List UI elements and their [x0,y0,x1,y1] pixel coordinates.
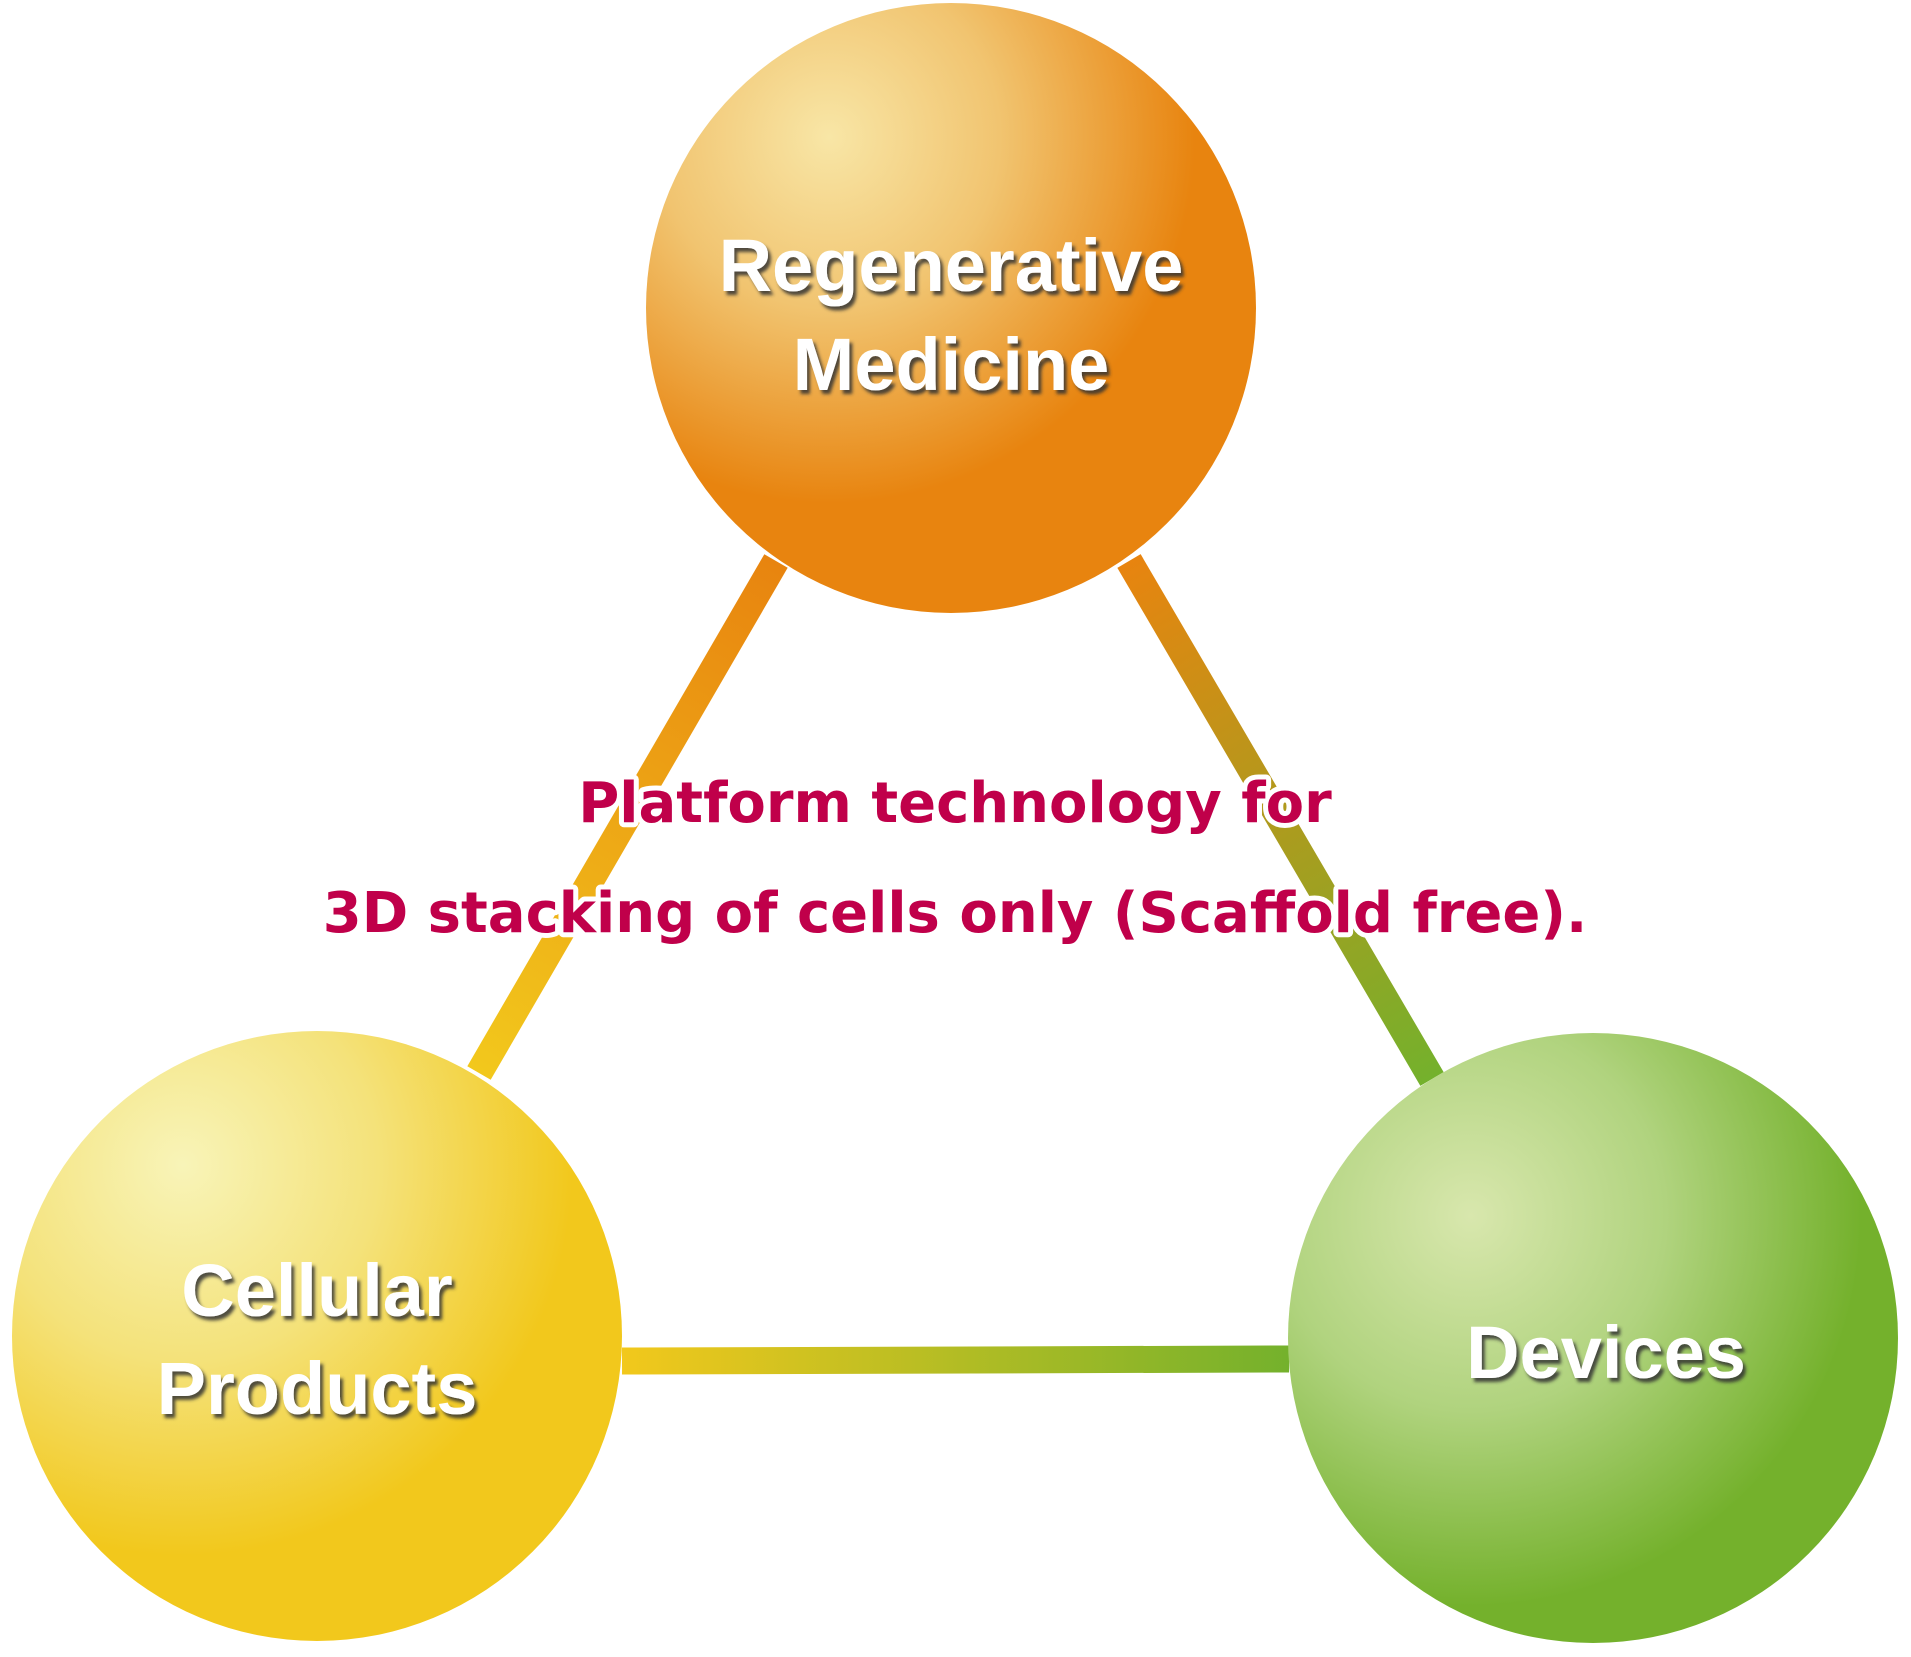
node-devices: Devices [1288,1033,1898,1643]
node-label: Cellular [181,1249,452,1332]
connector-right [1117,554,1444,1086]
center-text-line2: 3D stacking of cells only (Scaffold free… [323,881,1588,946]
connector-bottom [621,1345,1290,1375]
node-label: Regenerative [719,224,1184,307]
node-label: Medicine [793,323,1110,406]
center-caption: Platform technology for 3D stacking of c… [318,766,1593,951]
center-text-line1: Platform technology for [578,771,1332,836]
connector-left [467,554,788,1080]
node-label: Devices [1466,1311,1746,1394]
node-label: Products [157,1347,478,1430]
node-cellular-products: Cellular Products [12,1031,622,1641]
node-regenerative-medicine: Regenerative Medicine [646,3,1256,613]
